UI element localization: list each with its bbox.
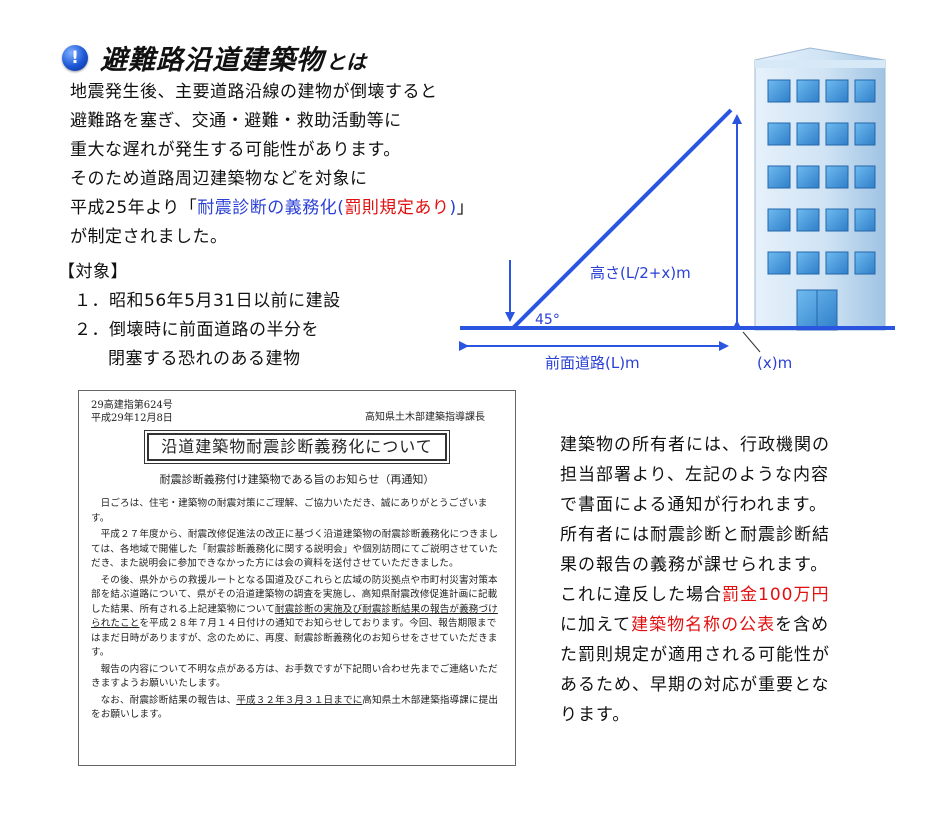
target-heading: 【対象】 bbox=[58, 262, 128, 282]
document-paragraph: 報告の内容について不明な点がある方は、お手数ですが下記問い合わせ先までご連絡いた… bbox=[91, 663, 498, 690]
document-paragraph: その後、県外からの救援ルートとなる国道及びこれらと広域の防災拠点や市町村災害対策… bbox=[91, 574, 503, 661]
page-title-row: ! 避難路沿道建築物 とは bbox=[62, 38, 366, 77]
document-title: 沿道建築物耐震診断義務化について bbox=[144, 430, 450, 464]
name-publication-penalty: 建築物名称の公表 bbox=[631, 615, 776, 635]
page-title: 避難路沿道建築物 bbox=[100, 45, 324, 76]
explanation-text-segment: これに違反した場合 bbox=[560, 585, 722, 605]
document-number: 29高建指第624号 bbox=[91, 400, 173, 411]
intro-line-highlight: 平成25年より「耐震診断の義務化(罰則規定あり)」 bbox=[70, 194, 474, 223]
explanation-line: 所有者には耐震診断と耐震診断結 bbox=[560, 525, 830, 545]
explanation-line: に加えて建築物名称の公表を含め bbox=[560, 610, 890, 640]
document-issuer: 高知県土木部建築指導課長 bbox=[365, 412, 485, 423]
setback-pointer bbox=[742, 331, 761, 353]
intro-line: そのため道路周辺建築物などを対象に bbox=[70, 169, 368, 189]
closing-paren: ) bbox=[449, 198, 457, 218]
intro-line: が制定されました。 bbox=[70, 227, 228, 247]
explanation-line: で書面による通知が行われます。 bbox=[560, 495, 827, 515]
explanation-line: ります。 bbox=[560, 705, 631, 725]
explanation-line: これに違反した場合罰金100万円 bbox=[560, 580, 890, 610]
explanation-line: あるため、早期の対応が重要とな bbox=[560, 675, 830, 695]
document-paragraph: なお、耐震診断結果の報告は、平成３２年３月３１日までに高知県土木部建築指導課に提… bbox=[91, 694, 503, 723]
intro-text-segment: 」 bbox=[456, 198, 475, 218]
document-deadline: 平成３２年３月３１日までに bbox=[236, 694, 363, 706]
explanation-text-segment: に加えて bbox=[560, 615, 632, 635]
intro-text-segment: 平成25年より「 bbox=[70, 198, 198, 218]
height-label: 高さ(L/2+x)m bbox=[590, 264, 691, 282]
intro-line: 避難路を塞ぎ、交通・避難・救助活動等に bbox=[70, 111, 402, 131]
intro-text: 地震発生後、主要道路沿線の建物が倒壊すると 避難路を塞ぎ、交通・避難・救助活動等… bbox=[70, 78, 474, 252]
fine-amount: 罰金100万円 bbox=[722, 585, 830, 605]
document-paragraph: 平成２７年度から、耐震改修促進法の改正に基づく沿道建築物の耐震診断義務化につきま… bbox=[91, 529, 499, 569]
document-reference: 29高建指第624号 平成29年12月8日 bbox=[91, 399, 173, 425]
seismic-diagnosis-mandate: 耐震診断の義務化( bbox=[197, 198, 345, 218]
page-title-suffix: とは bbox=[326, 50, 366, 74]
intro-line: 地震発生後、主要道路沿線の建物が倒壊すると bbox=[70, 82, 438, 102]
angle-label: 45° bbox=[535, 312, 560, 328]
building-icon bbox=[754, 47, 886, 331]
owner-obligation-text: 建築物の所有者には、行政機関の 担当部署より、左記のような内容 で書面による通知… bbox=[560, 430, 890, 730]
explanation-text-segment: を含め bbox=[775, 615, 830, 635]
explanation-line: 果の報告の義務が課せられます。 bbox=[560, 555, 829, 575]
target-item: ２．倒壊時に前面道路の半分を bbox=[74, 320, 319, 340]
explanation-line: 建築物の所有者には、行政機関の bbox=[560, 435, 830, 455]
target-item: １．昭和56年5月31日以前に建設 bbox=[74, 291, 341, 311]
document-underlined-text: 耐震診断の実施及び耐震診断結果の報告が義務づけられたこと bbox=[91, 603, 498, 630]
road-width-label: 前面道路(L)m bbox=[545, 354, 640, 372]
intro-line: 重大な遅れが発生する可能性があります。 bbox=[70, 140, 401, 160]
document-text-segment: 高知県土木部建築指導課に提出をお願いします。 bbox=[91, 694, 499, 721]
penalty-note: 罰則規定あり bbox=[344, 198, 450, 218]
exclamation-circle-icon: ! bbox=[62, 44, 88, 71]
document-text-segment: なお、耐震診断結果の報告は、 bbox=[100, 694, 237, 706]
explanation-line: 担当部署より、左記のような内容 bbox=[560, 465, 829, 485]
document-subtitle: 耐震診断義務付け建築物である旨のお知らせ（再通知） bbox=[159, 473, 435, 486]
target-section: 【対象】 １．昭和56年5月31日以前に建設 ２．倒壊時に前面道路の半分を 閉塞… bbox=[58, 258, 341, 374]
target-item-continued: 閉塞する恐れのある建物 bbox=[108, 349, 301, 369]
document-date: 平成29年12月8日 bbox=[91, 413, 173, 424]
collapse-diagonal-line bbox=[511, 108, 733, 330]
building-road-diagram: 高さ(L/2+x)m 45° 前面道路(L)m (x)m bbox=[459, 47, 895, 372]
official-notice-document: 29高建指第624号 平成29年12月8日 高知県土木部建築指導課長 沿道建築物… bbox=[78, 390, 516, 766]
document-header: 29高建指第624号 平成29年12月8日 高知県土木部建築指導課長 bbox=[91, 399, 503, 425]
document-paragraph: 日ごろは、住宅・建築物の耐震対策にご理解、ご協力いただき、誠にありがとうございま… bbox=[91, 498, 488, 524]
setback-label: (x)m bbox=[757, 354, 792, 372]
explanation-line: た罰則規定が適用される可能性が bbox=[560, 645, 830, 665]
document-text-segment: その後、県外からの救援ルートとなる国道及びこれらと広域の防災拠点や市町村災害対策… bbox=[91, 574, 498, 615]
document-text-segment: を平成２８年７月１４日付けの通知でお知らせしております。今回、報告期限まではまだ… bbox=[91, 618, 498, 658]
